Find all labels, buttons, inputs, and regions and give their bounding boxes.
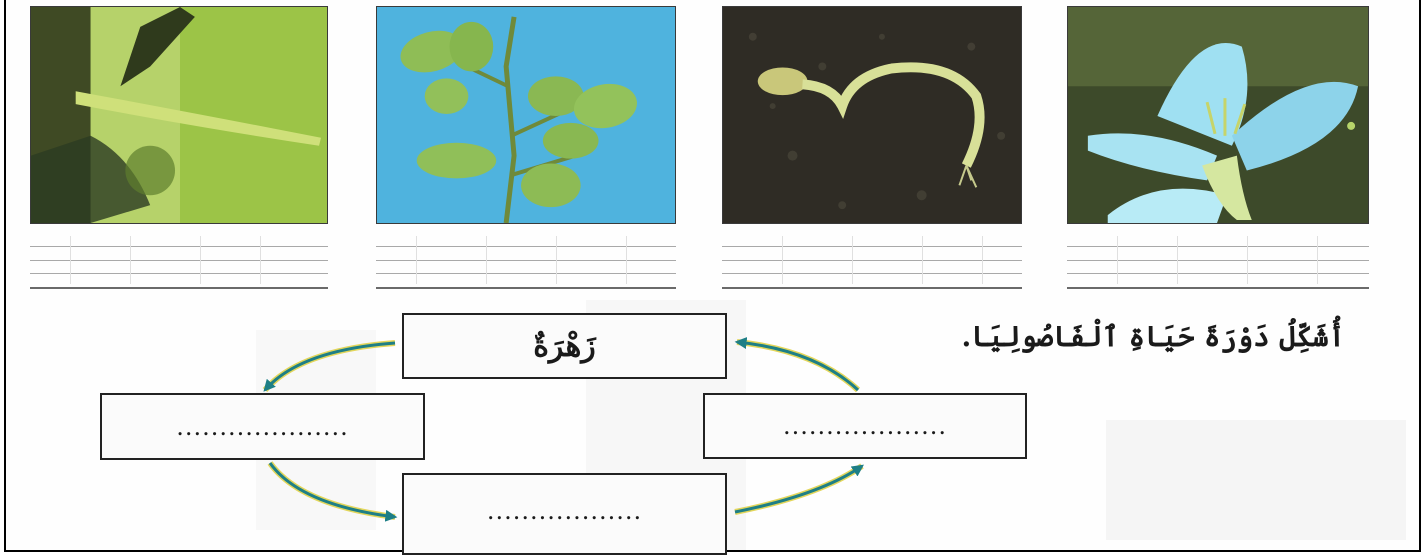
writing-lines[interactable] <box>722 236 1022 298</box>
blank-answer-right[interactable]: ................... <box>783 412 947 440</box>
background-texture <box>1106 420 1406 540</box>
cycle-box-right[interactable]: ................... <box>703 393 1027 459</box>
writing-lines[interactable] <box>30 236 328 298</box>
cycle-box-flower: زَهْرَةٌ <box>402 313 727 379</box>
blank-answer-left[interactable]: .................... <box>176 413 349 441</box>
writing-lines[interactable] <box>1067 236 1369 298</box>
cycle-box-bottom[interactable]: .................. <box>402 473 727 555</box>
cycle-box-left[interactable]: .................... <box>100 393 425 460</box>
blank-answer-bottom[interactable]: .................. <box>487 497 642 525</box>
flower-photo <box>1067 6 1369 224</box>
writing-lines[interactable] <box>376 236 676 298</box>
sprouting-seed-photo <box>722 6 1022 224</box>
young-plant-photo <box>376 6 676 224</box>
seed-pod-photo <box>30 6 328 224</box>
cycle-label-flower: زَهْرَةٌ <box>533 329 596 364</box>
activity-title: أُشَكِّلُ دَوْرَةَ حَيَاةِ ٱلْفَاصُولِيَ… <box>920 320 1345 353</box>
